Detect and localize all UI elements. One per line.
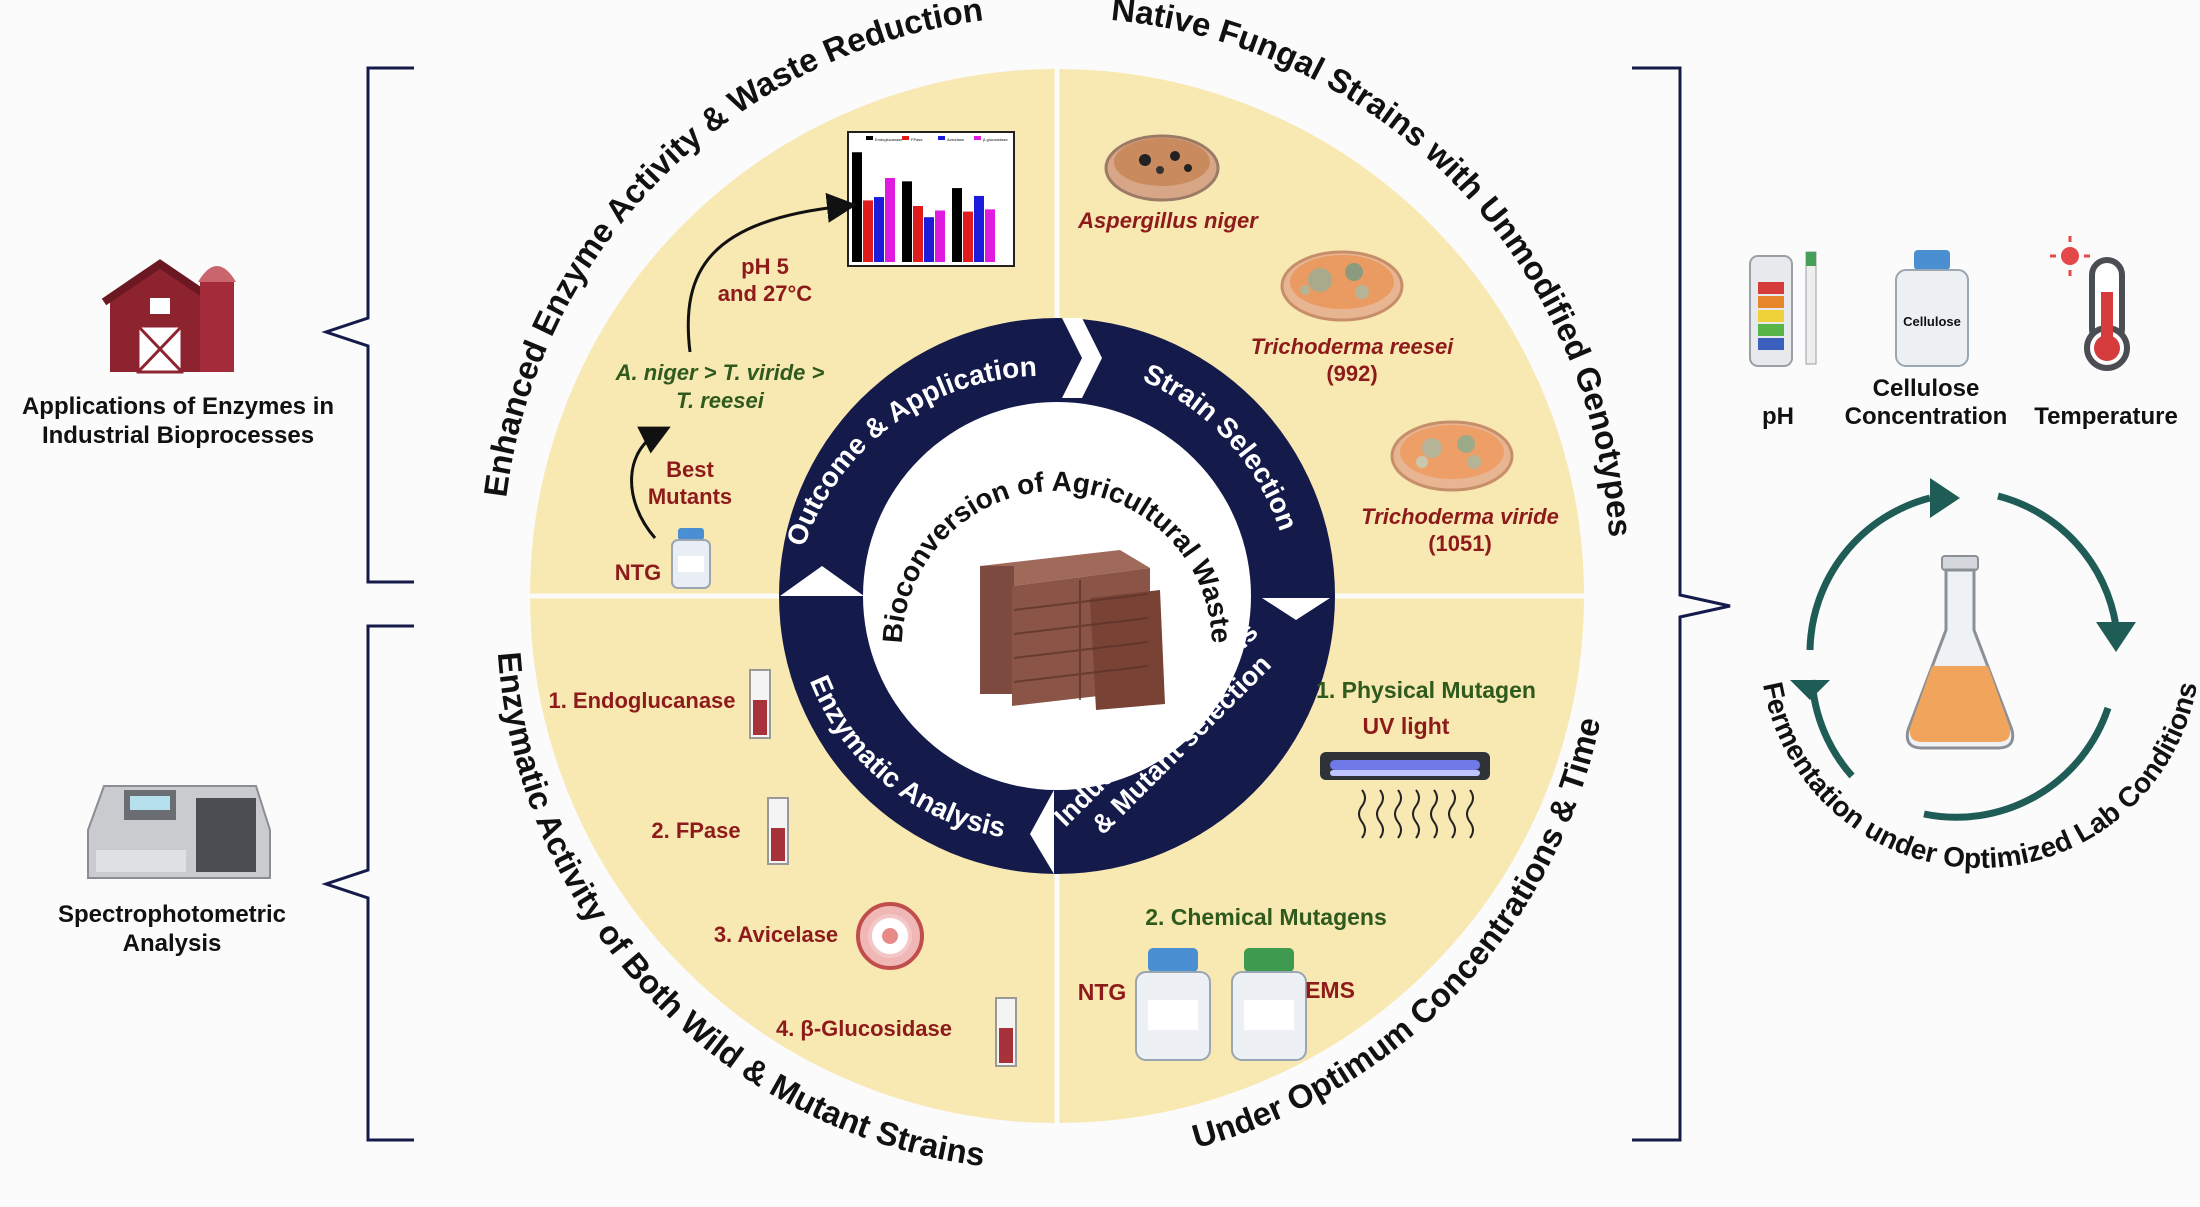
chart-bar (874, 197, 884, 262)
chart-bar (863, 200, 873, 262)
left-bracket-bottom (321, 624, 414, 1142)
chart-bar (913, 206, 923, 262)
ph-label: pH 5 (741, 254, 789, 279)
applications-label-line1: Applications of Enzymes in (22, 393, 334, 420)
erlenmeyer-flask-icon (1905, 555, 2015, 750)
legend-label: FPase (911, 137, 923, 142)
chart-legend: Endoglucanase FPase Avicelase β-glucosidase (866, 136, 1009, 142)
arrow-lower (630, 426, 671, 539)
cuvette-icon-1 (749, 669, 771, 739)
cellulose-label-line2: Concentration (1845, 403, 2008, 430)
enzyme-beta-glucosidase: 4. β-Glucosidase (776, 1016, 952, 1041)
chart-bar (852, 152, 862, 262)
legend-swatch (938, 136, 945, 140)
chart-bar (885, 178, 895, 262)
petri-dish-trichoderma-reesei-icon (1280, 250, 1404, 322)
legend-swatch (902, 136, 909, 140)
enzyme-avicelase: 3. Avicelase (714, 922, 838, 947)
legend-label: β-glucosidase (983, 137, 1009, 142)
cellulose-label-line1: Cellulose (1873, 375, 1980, 402)
enzyme-endoglucanase: 1. Endoglucanase (548, 688, 735, 713)
ems-bottle-icon (1231, 948, 1307, 1061)
temperature-factor-label: Temperature (2034, 403, 2178, 430)
enzyme-fpase: 2. FPase (651, 818, 740, 843)
chart-bar (985, 209, 995, 262)
strain-ranking-line1: A. niger > T. viride > (615, 360, 825, 385)
ntg-label-q3: NTG (1078, 979, 1127, 1005)
ntg-bottle-icon (671, 528, 711, 589)
ntg-label-q1: NTG (615, 560, 661, 585)
best-mutants-line2: Mutants (648, 484, 732, 509)
barn-icon (101, 259, 236, 374)
spectrophotometer-icon (87, 785, 271, 879)
petri-dish-avicelase-icon (856, 902, 924, 970)
cuvette-icon-4 (995, 997, 1017, 1067)
left-bracket-top (321, 66, 414, 584)
ph-strip-icon (1749, 251, 1817, 367)
ring-chevron-left (780, 566, 864, 596)
ems-label: EMS (1305, 977, 1355, 1003)
legend-label: Endoglucanase (875, 137, 903, 142)
spectrophotometric-label-line1: Spectrophotometric (58, 901, 286, 928)
spectrophotometric-label-line2: Analysis (123, 930, 222, 957)
ring-chevron-top (1062, 318, 1102, 398)
best-mutants-line1: Best (666, 457, 714, 482)
cycle-arrow-3 (1790, 680, 1830, 700)
thermometer-icon (2050, 236, 2130, 371)
chart-bar (924, 217, 934, 262)
chart-bar (935, 210, 945, 262)
chart-bar (974, 195, 984, 262)
chart-bar (952, 188, 962, 262)
applications-label-line2: Industrial Bioprocesses (42, 422, 314, 449)
strain-trichoderma-viride: Trichoderma viride (1361, 504, 1559, 529)
strain-trichoderma-reesei: Trichoderma reesei (1251, 334, 1454, 359)
fermentation-cycle (1806, 492, 2120, 821)
ntg-bottle-large-icon (1135, 948, 1211, 1061)
cuvette-icon-2 (767, 797, 789, 865)
uv-light-label: UV light (1363, 713, 1450, 739)
cellulose-bottle-icon: Cellulose (1895, 250, 1969, 367)
legend-swatch (974, 136, 981, 140)
strain-aspergillus-niger: Aspergillus niger (1077, 208, 1259, 233)
temperature-condition: and 27°C (718, 281, 812, 306)
petri-dish-trichoderma-viride-icon (1390, 420, 1514, 492)
physical-mutagen-label: 1. Physical Mutagen (1316, 677, 1536, 703)
bar-chart-image: Endoglucanase FPase Avicelase β-glucosidase (847, 131, 1015, 267)
cellulose-bottle-label: Cellulose (1903, 314, 1961, 329)
cycle-arrow-1 (1930, 478, 1960, 518)
chart-bar (963, 211, 973, 262)
ring-chevron-bottom (1030, 790, 1054, 874)
legend-swatch (866, 136, 873, 140)
chemical-mutagens-label: 2. Chemical Mutagens (1145, 904, 1387, 930)
right-bracket (1632, 66, 1731, 1142)
hay-bale-image (980, 550, 1165, 710)
ring-chevron-right (1262, 598, 1330, 620)
ph-factor-label: pH (1762, 403, 1794, 430)
petri-dish-aspergillus-icon (1104, 134, 1220, 202)
uv-lamp-icon (1320, 752, 1490, 839)
chart-bar (902, 181, 912, 262)
strain-trichoderma-viride-code: (1051) (1428, 531, 1492, 556)
strain-trichoderma-reesei-code: (992) (1326, 361, 1377, 386)
cycle-arrow-2 (2096, 622, 2136, 652)
legend-label: Avicelase (947, 137, 965, 142)
strain-ranking-line2: T. reesei (676, 388, 765, 413)
arrow-upper (686, 192, 857, 353)
